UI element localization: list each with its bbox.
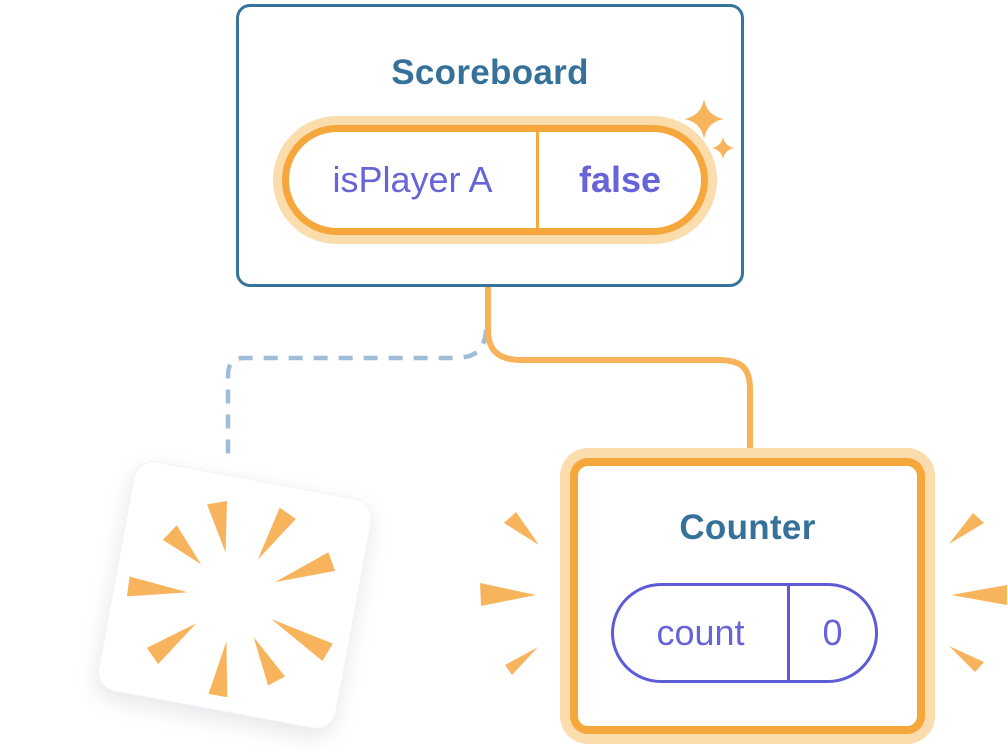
counter-title: Counter [679, 508, 816, 547]
scoreboard-card: Scoreboard isPlayer A false [236, 4, 744, 287]
dashed-connector-to-destroyed [225, 329, 489, 454]
counter-state-value: 0 [822, 612, 843, 653]
scoreboard-state-name: isPlayer A [289, 132, 539, 228]
counter-card-inner: Counter count 0 [570, 458, 925, 734]
counter-state-name: count [614, 586, 790, 680]
scoreboard-state-pill: isPlayer A false [282, 125, 708, 235]
destroyed-component-card [94, 457, 376, 733]
burst-explosion-icon [126, 500, 336, 698]
scoreboard-state-value: false [578, 159, 662, 200]
orange-connector-to-counter [485, 284, 753, 452]
sparkles-icon [684, 99, 734, 159]
counter-card: Counter count 0 [560, 448, 935, 744]
counter-state-pill: count 0 [611, 583, 878, 683]
scoreboard-title: Scoreboard [391, 53, 589, 92]
